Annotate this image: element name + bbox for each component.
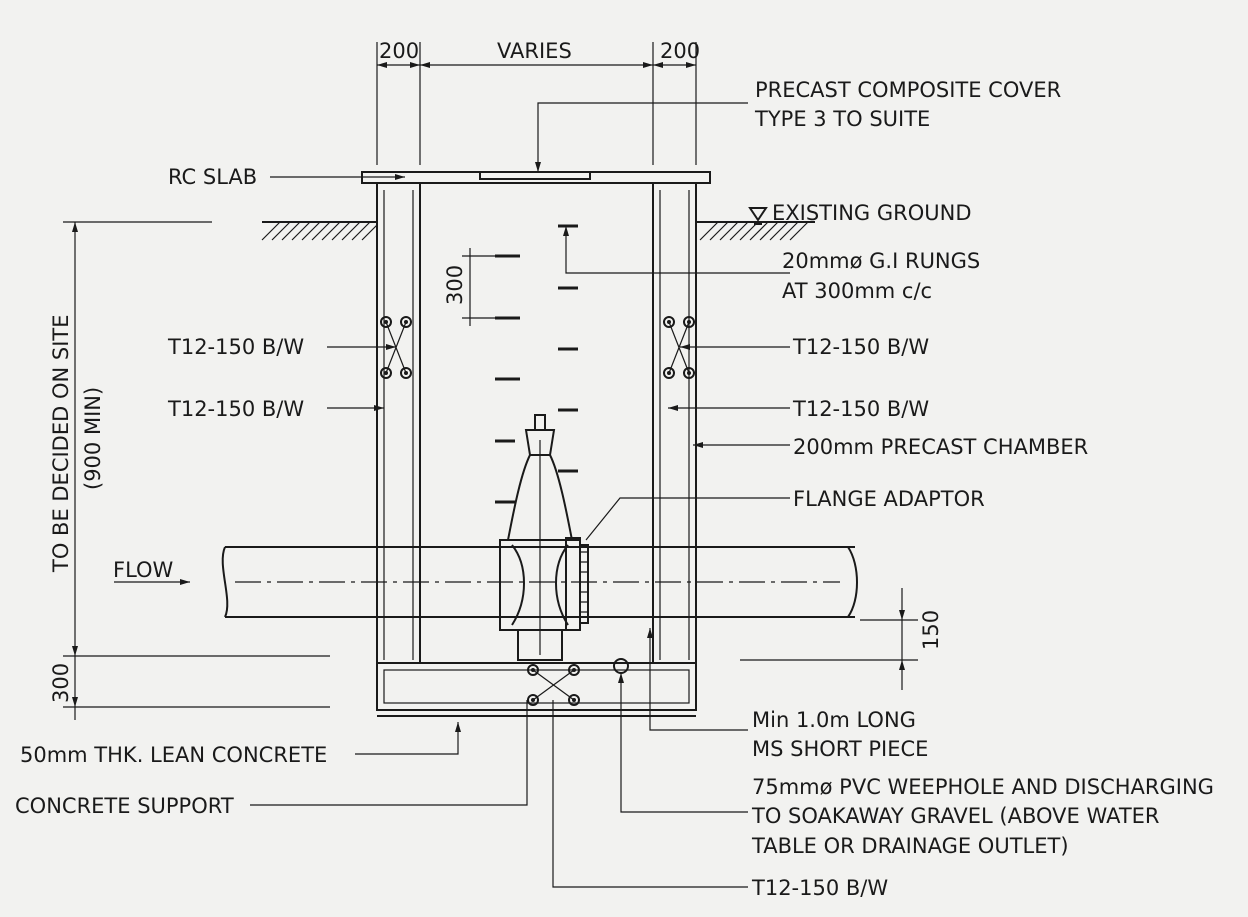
weephole-label-line3: TABLE OR DRAINAGE OUTLET) (751, 834, 1069, 858)
flange-adaptor-label: FLANGE ADAPTOR (793, 487, 985, 511)
rungs-label-line1: 20mmø G.I RUNGS (782, 249, 980, 273)
lean-concrete-label: 50mm THK. LEAN CONCRETE (20, 743, 327, 767)
chamber-left-wall (376, 182, 421, 664)
dim-varies: VARIES (497, 39, 572, 63)
ground-hatch-left (261, 221, 378, 241)
gate-valve (499, 414, 589, 661)
rebar-cross-base (527, 664, 580, 706)
cover-label-line1: PRECAST COMPOSITE COVER (755, 78, 1061, 102)
short-piece-label-line1: Min 1.0m LONG (752, 708, 916, 732)
ground-hatch-right (696, 221, 815, 241)
weephole-pipe (613, 658, 629, 674)
rebar-cross-right (663, 316, 695, 379)
weephole-label-line2: TO SOAKAWAY GRAVEL (ABOVE WATER (751, 804, 1160, 828)
depth-dimension (63, 221, 330, 720)
dim-rung-spacing: 300 (443, 265, 467, 305)
dim-wall-right: 200 (660, 39, 700, 63)
top-dimensions (376, 42, 697, 165)
short-piece-label-line2: MS SHORT PIECE (752, 737, 928, 761)
flow-label: FLOW (113, 558, 174, 582)
rebar-left-label-1: T12-150 B/W (167, 335, 304, 359)
dim-wall-left: 200 (379, 39, 419, 63)
chamber-label: 200mm PRECAST CHAMBER (793, 435, 1088, 459)
rebar-left-label-2: T12-150 B/W (167, 397, 304, 421)
rebar-right-label-1: T12-150 B/W (792, 335, 929, 359)
pipe-clearance-dimension (740, 588, 918, 690)
step-rungs (495, 224, 578, 504)
existing-ground-label: EXISTING GROUND (772, 201, 972, 225)
weephole-label-line1: 75mmø PVC WEEPHOLE AND DISCHARGING (752, 775, 1214, 799)
rebar-base-label: T12-150 B/W (751, 876, 888, 900)
rc-slab-label: RC SLAB (168, 165, 257, 189)
rung-spacing-dimension (462, 248, 495, 326)
rc-slab-cover (361, 171, 711, 184)
depth-label: TO BE DECIDED ON SITE (49, 315, 73, 574)
concrete-support-label: CONCRETE SUPPORT (15, 794, 234, 818)
chamber-base-slab (376, 662, 697, 717)
cover-label-line2: TYPE 3 TO SUITE (754, 107, 930, 131)
dim-base-thickness: 300 (49, 663, 73, 703)
dim-pipe-clearance: 150 (919, 610, 943, 650)
rungs-label-line2: AT 300mm c/c (782, 279, 932, 303)
existing-ground-symbol (748, 207, 768, 225)
chamber-right-wall (652, 182, 697, 664)
leader-lines (114, 102, 790, 888)
rebar-cross-left (380, 316, 412, 379)
rebar-right-label-2: T12-150 B/W (792, 397, 929, 421)
depth-min-label: (900 MIN) (81, 387, 105, 490)
